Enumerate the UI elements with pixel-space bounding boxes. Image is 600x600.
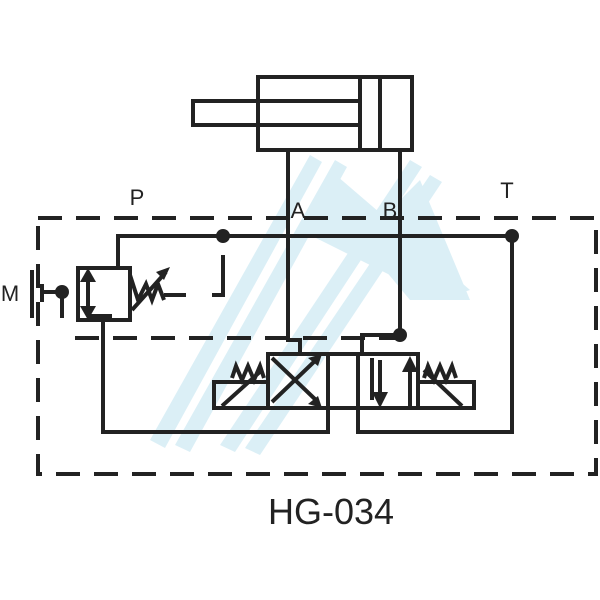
model-label: HG-034 <box>268 491 394 532</box>
line-b <box>360 150 402 352</box>
junction-dot <box>505 229 519 243</box>
return-line <box>101 320 330 434</box>
directional-valve-left <box>212 352 358 410</box>
watermark-logo <box>150 155 470 455</box>
relief-valve <box>76 266 186 322</box>
line-a <box>286 150 302 352</box>
port-label-m: M <box>1 281 19 306</box>
pilot-line <box>212 255 225 297</box>
manifold-boundary <box>36 216 598 476</box>
port-label-a: A <box>291 198 306 223</box>
port-label-b: B <box>383 198 398 223</box>
pressure-line <box>116 234 514 434</box>
junction-dot <box>393 328 407 342</box>
port-label-p: P <box>130 185 145 210</box>
gauge-icon <box>30 270 69 318</box>
directional-valve-right <box>356 352 476 410</box>
cylinder <box>191 75 414 152</box>
port-label-t: T <box>500 178 513 203</box>
junction-dot <box>216 229 230 243</box>
